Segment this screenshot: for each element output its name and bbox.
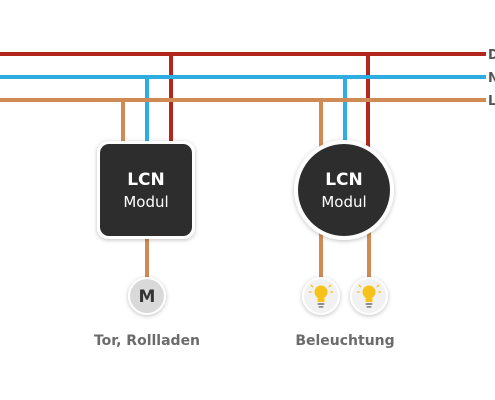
light-bulb-icon <box>350 277 388 315</box>
caption-right: Beleuchtung <box>295 333 394 349</box>
motor-icon: M <box>128 277 166 315</box>
module-subtitle: Modul <box>321 193 366 211</box>
module-title: LCN <box>127 170 165 190</box>
caption-left: Tor, Rollladen <box>94 333 200 349</box>
module-subtitle: Modul <box>123 193 168 211</box>
rail-label-l: L <box>488 94 495 109</box>
lcn-module-right: LCN Modul <box>294 140 394 240</box>
rail-label-n: N <box>488 71 495 86</box>
module-title: LCN <box>325 170 363 190</box>
light-bulb-icon <box>302 277 340 315</box>
lcn-module-left: LCN Modul <box>97 141 195 239</box>
rail-label-d: D <box>488 48 495 63</box>
motor-symbol: M <box>139 287 156 307</box>
